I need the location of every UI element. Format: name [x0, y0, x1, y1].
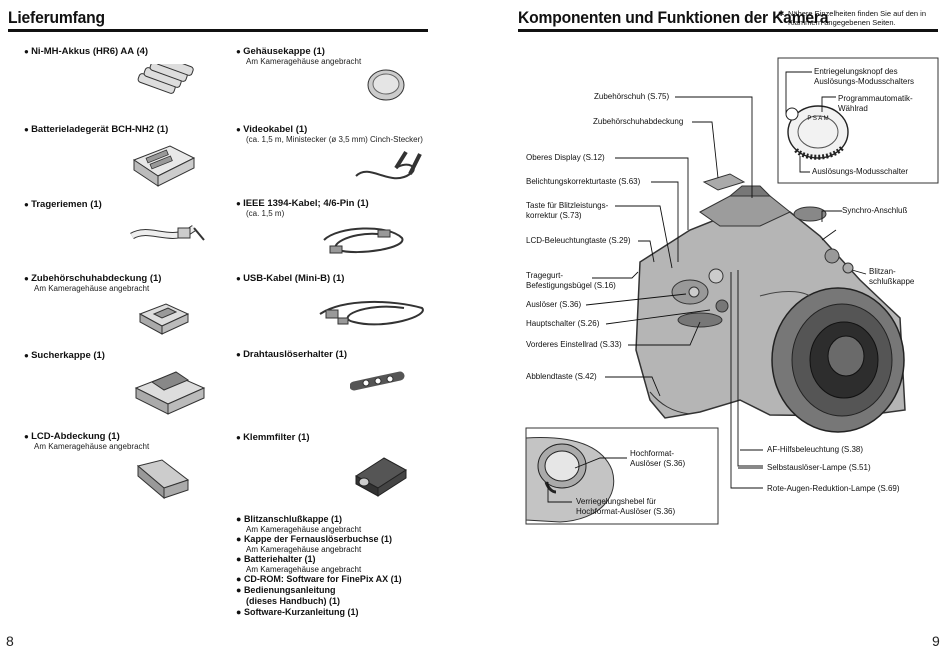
left-page-number: 8 — [6, 633, 14, 649]
label-strap-lug-2: Befestigungsbügel (S.16) — [526, 281, 616, 290]
list-item: ● Kappe der Fernauslöserbuchse (1) — [236, 534, 392, 544]
list-item: Ni-MH-Akkus (HR6) AA (4) — [24, 46, 219, 57]
label-accessory-shoe: Zubehörschuh (S.75) — [594, 92, 670, 101]
label-shutter-button: Auslöser (S.36) — [526, 300, 582, 309]
svg-text:P S A M: P S A M — [807, 116, 828, 122]
left-title-rule — [8, 29, 428, 32]
hotshoe-cover-illustration — [138, 303, 190, 335]
list-item: Trageriemen (1) — [24, 199, 219, 210]
list-item: LCD-Abdeckung (1)Am Kameragehäuse angebr… — [24, 431, 219, 451]
label-vertical-shutter-1: Hochformat- — [630, 449, 675, 458]
label-vertical-shutter-2: Auslöser (S.36) — [630, 459, 686, 468]
label-self-timer-lamp: Selbstauslöser-Lampe (S.51) — [767, 463, 871, 472]
label-program-dial-2: Wählrad — [838, 104, 868, 113]
label-shoe-cover: Zubehörschuhabdeckung — [593, 117, 684, 126]
list-item: ● Software-Kurzanleitung (1) — [236, 607, 359, 617]
list-item: USB-Kabel (Mini-B) (1) — [236, 273, 431, 284]
label-lcd-light: LCD-Beleuchtungtaste (S.29) — [526, 236, 631, 245]
label-flash-cap-2: schlußkappe — [869, 277, 915, 286]
list-item: ● Blitzanschlußkappe (1) — [236, 514, 342, 524]
cable-release-holder-illustration — [350, 371, 405, 391]
label-release-button-1: Entriegelungsknopf des — [814, 67, 898, 76]
label-flash-comp-2: korrektur (S.73) — [526, 211, 582, 220]
label-top-display: Oberes Display (S.12) — [526, 153, 605, 162]
label-dof-button: Abblendtaste (S.42) — [526, 372, 597, 381]
list-item: Sucherkappe (1) — [24, 350, 219, 361]
accessory-list: ● Blitzanschlußkappe (1) Am Kameragehäus… — [236, 514, 436, 618]
list-item: Videokabel (1)(ca. 1,5 m, Ministecker (ø… — [236, 124, 436, 144]
ieee1394-cable-illustration — [323, 227, 404, 254]
label-command-dial: Vorderes Einstellrad (S.33) — [526, 340, 622, 349]
label-red-eye-lamp: Rote-Augen-Reduktion-Lampe (S.69) — [767, 484, 900, 493]
list-item: Batterieladegerät BCH-NH2 (1) — [24, 124, 219, 135]
list-item: IEEE 1394-Kabel; 4/6-Pin (1)(ca. 1,5 m) — [236, 198, 431, 218]
list-item: Klemmfilter (1) — [236, 432, 431, 443]
label-flash-cap-1: Blitzan- — [869, 267, 896, 276]
right-title-rule — [518, 29, 938, 32]
camera-body-drawing — [635, 173, 906, 433]
lcd-cover-illustration — [136, 459, 190, 500]
list-item: ● CD-ROM: Software for FinePix AX (1) — [236, 574, 402, 584]
label-vertical-lock-2: Hochformat-Auslöser (S.36) — [576, 507, 676, 516]
ferrite-filter-illustration — [355, 457, 407, 497]
left-page-title: Lieferumfang — [8, 8, 105, 27]
label-sync-terminal: Synchro-Anschluß — [842, 206, 908, 215]
right-page-title: Komponenten und Funktionen der Kamera — [518, 8, 829, 27]
page-note-star: ✱ — [778, 9, 785, 18]
label-exposure-button: Belichtungskorrekturtaste (S.63) — [526, 177, 641, 186]
label-af-assist: AF-Hilfsbeleuchtung (S.38) — [767, 445, 864, 454]
label-program-dial-1: Programmautomatik- — [838, 94, 913, 103]
body-cap-illustration — [367, 69, 405, 101]
page-note: Nähere Einzelheiten finden Sie auf den i… — [788, 9, 927, 27]
charger-illustration — [132, 145, 196, 187]
label-vertical-lock-1: Verriegelungshebel für — [576, 497, 657, 506]
label-power-switch: Hauptschalter (S.26) — [526, 319, 600, 328]
label-strap-lug-1: Tragegurt- — [526, 271, 564, 280]
label-release-mode-switch: Auslösungs-Modusschalter — [812, 167, 909, 176]
strap-illustration — [130, 225, 205, 241]
eyepiece-cap-illustration — [134, 371, 206, 415]
label-release-button-2: Auslösungs-Modusschalters — [814, 77, 915, 86]
label-flash-comp-1: Taste für Blitzleistungs- — [526, 201, 609, 210]
batteries-illustration — [137, 64, 194, 94]
list-item: Drahtauslöserhalter (1) — [236, 349, 431, 360]
list-item: Gehäusekappe (1)Am Kameragehäuse angebra… — [236, 46, 431, 66]
video-cable-illustration — [355, 150, 422, 180]
list-item: ● Batteriehalter (1) — [236, 554, 316, 564]
camera-diagram: P S A M — [525, 57, 939, 525]
list-item: Zubehörschuhabdeckung (1)Am Kameragehäus… — [24, 273, 219, 293]
mode-dial-drawing: P S A M — [785, 105, 849, 160]
usb-cable-illustration — [319, 300, 424, 326]
list-item: (dieses Handbuch) (1) — [246, 596, 341, 606]
right-page-number: 9 — [932, 633, 940, 649]
list-item: ● Bedienungsanleitung — [236, 585, 336, 595]
